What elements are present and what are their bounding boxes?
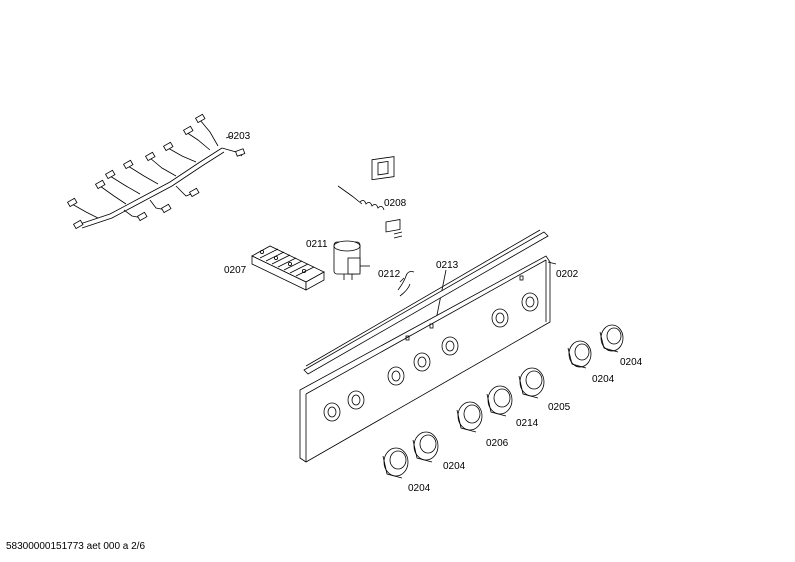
switch-drawing: [333, 240, 370, 280]
knob-left-lower-drawing: [382, 447, 409, 479]
terminal-block-drawing: [251, 245, 325, 291]
label-wiring-harness: 0203: [228, 131, 251, 142]
label-lamp: 0212: [378, 269, 401, 280]
label-knob-right-lower: 0204: [592, 374, 615, 385]
label-thermostat: 0208: [384, 198, 407, 209]
document-id: 58300000151773 aet 000 a 2/6: [6, 541, 146, 552]
label-knob-left-upper: 0204: [443, 461, 466, 472]
knob-center-left-drawing: [456, 401, 483, 433]
label-switch: 0211: [306, 239, 328, 250]
label-knob-left-lower: 0204: [408, 483, 431, 494]
wiring-harness-drawing: [66, 113, 246, 230]
knob-center-drawing: [486, 385, 513, 417]
panel-control-holes: [323, 275, 539, 422]
label-indicator: 0213: [436, 260, 459, 271]
label-terminal-block: 0207: [224, 265, 247, 276]
knob-center-right-drawing: [518, 367, 545, 399]
knob-right-upper-drawing: [599, 324, 624, 353]
thermostat-drawing: [337, 156, 403, 239]
knob-right-lower-drawing: [567, 340, 592, 369]
label-knob-center-right: 0205: [548, 402, 571, 413]
control-panel-drawing: [299, 229, 557, 463]
label-control-panel: 0202: [556, 269, 579, 280]
label-knob-right-upper: 0204: [620, 357, 643, 368]
label-knob-center: 0214: [516, 418, 539, 429]
label-knob-center-left: 0206: [486, 438, 509, 449]
lamp-drawing: [385, 218, 415, 297]
knob-left-upper-drawing: [412, 431, 439, 463]
